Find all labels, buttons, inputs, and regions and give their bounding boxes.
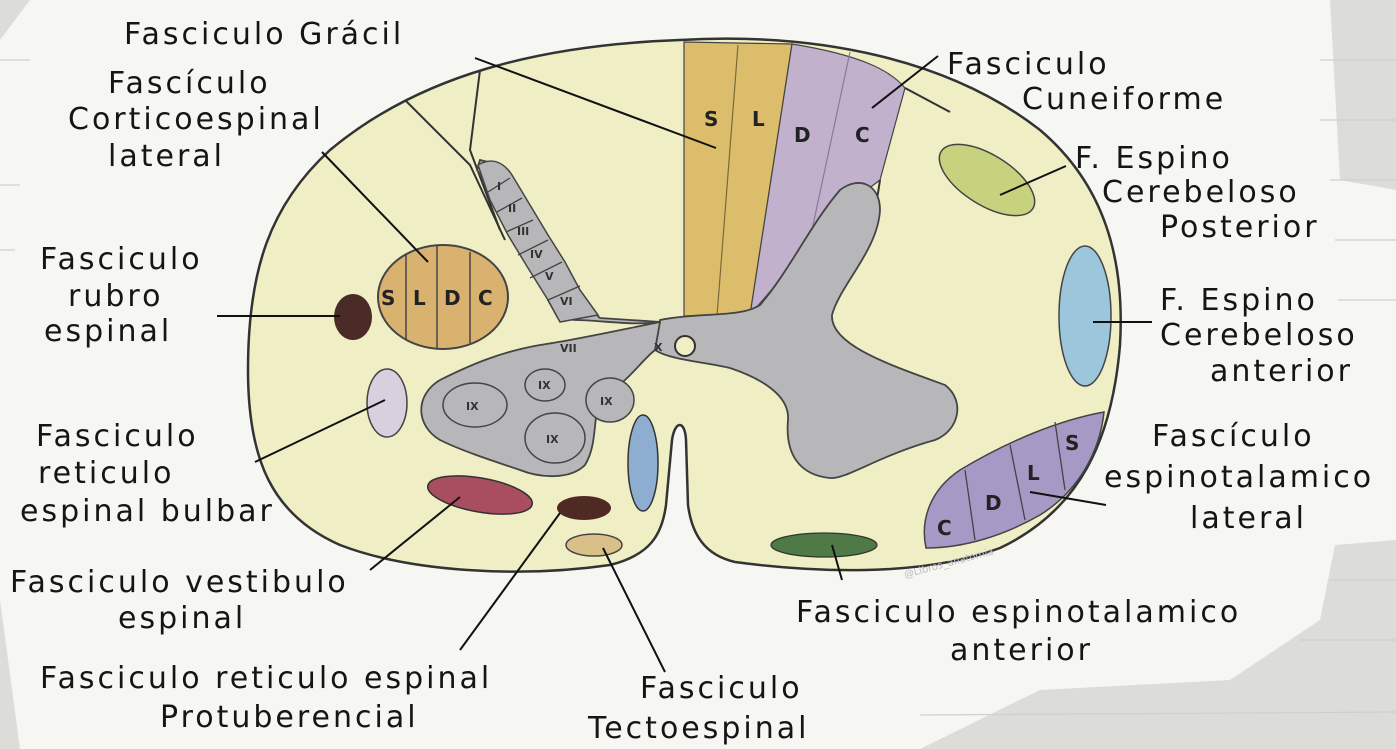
lamina-x-label: X bbox=[654, 341, 663, 354]
lamina-iii-label: III bbox=[517, 225, 529, 238]
lamina-ix-label-4: IX bbox=[600, 395, 613, 408]
label-eta-line1: Fasciculo espinotalamico bbox=[796, 595, 1241, 630]
gracil-segment-l: L bbox=[752, 107, 765, 131]
label-rubro-line2: rubro bbox=[68, 279, 163, 314]
cuneiforme-segment-c: C bbox=[855, 123, 870, 147]
spinothalamic-segment-c: C bbox=[937, 516, 952, 540]
label-rubro-line1: Fasciculo bbox=[40, 242, 203, 277]
label-ecp-line3: Posterior bbox=[1160, 210, 1320, 245]
label-eta-line2: anterior bbox=[950, 633, 1093, 668]
lamina-i-label: I bbox=[497, 180, 501, 193]
spinothalamic-segment-l: L bbox=[1027, 461, 1040, 485]
cuneiforme-segment-d: D bbox=[794, 123, 811, 147]
label-cuneiforme-line1: Fasciculo bbox=[947, 47, 1110, 82]
lamina-v-label: V bbox=[545, 270, 554, 283]
label-corticoespinal-line3: lateral bbox=[108, 139, 225, 174]
label-retbulbar-line1: Fasciculo bbox=[36, 419, 199, 454]
corticospinal-segment-s: S bbox=[381, 286, 395, 310]
corticospinal-segment-c: C bbox=[478, 286, 493, 310]
label-etl-line2: espinotalamico bbox=[1104, 460, 1374, 495]
label-eca-line2: Cerebeloso bbox=[1160, 318, 1358, 353]
label-vestibulo-line1: Fasciculo vestibulo bbox=[10, 565, 349, 600]
label-ecp-line2: Cerebeloso bbox=[1102, 175, 1300, 210]
reticulospinal-protuberancial-tract bbox=[557, 496, 611, 520]
lamina-ix-label-2: IX bbox=[538, 379, 551, 392]
label-retbulbar-line2: reticulo bbox=[38, 456, 174, 491]
label-retbulbar-line3: espinal bulbar bbox=[20, 494, 275, 529]
label-corticoespinal-line2: Corticoespinal bbox=[68, 102, 324, 137]
lamina-vii-label: VII bbox=[560, 342, 577, 355]
label-ecp-line1: F. Espino bbox=[1075, 141, 1233, 176]
label-eca-line1: F. Espino bbox=[1160, 283, 1318, 318]
label-tecto-line2: Tectoespinal bbox=[587, 711, 810, 746]
reticulospinal-bulbar-tract bbox=[367, 369, 407, 437]
label-corticoespinal-line1: Fascículo bbox=[108, 66, 271, 101]
spinocerebellar-anterior-tract bbox=[1059, 246, 1111, 386]
central-canal bbox=[675, 336, 695, 356]
label-etl-line1: Fascículo bbox=[1152, 419, 1315, 454]
label-etl-line3: lateral bbox=[1190, 501, 1307, 536]
spinothalamic-segment-s: S bbox=[1065, 431, 1079, 455]
spinothalamic-segment-d: D bbox=[985, 491, 1002, 515]
ventral-corticospinal-tract bbox=[628, 415, 658, 511]
lamina-ix-label-1: IX bbox=[466, 400, 479, 413]
lamina-vi-label: VI bbox=[560, 295, 573, 308]
gracil-segment-s: S bbox=[704, 107, 718, 131]
tectospinal-tract bbox=[566, 534, 622, 556]
label-retprot-line2: Protuberencial bbox=[160, 700, 419, 735]
corticospinal-segment-d: D bbox=[444, 286, 461, 310]
label-vestibulo-line2: espinal bbox=[118, 601, 246, 636]
lamina-iv-label: IV bbox=[530, 248, 543, 261]
label-rubro-line3: espinal bbox=[44, 314, 172, 349]
lamina-ii-label: II bbox=[508, 202, 516, 215]
label-fasciculo-gracil: Fasciculo Grácil bbox=[124, 17, 404, 52]
corticospinal-segment-l: L bbox=[413, 286, 426, 310]
label-tecto-line1: Fasciculo bbox=[640, 671, 803, 706]
spinothalamic-anterior-tract bbox=[771, 533, 877, 557]
label-cuneiforme-line2: Cuneiforme bbox=[1022, 82, 1226, 117]
label-eca-line3: anterior bbox=[1210, 354, 1353, 389]
label-retprot-line1: Fasciculo reticulo espinal bbox=[40, 661, 492, 696]
lamina-ix-label-3: IX bbox=[546, 433, 559, 446]
